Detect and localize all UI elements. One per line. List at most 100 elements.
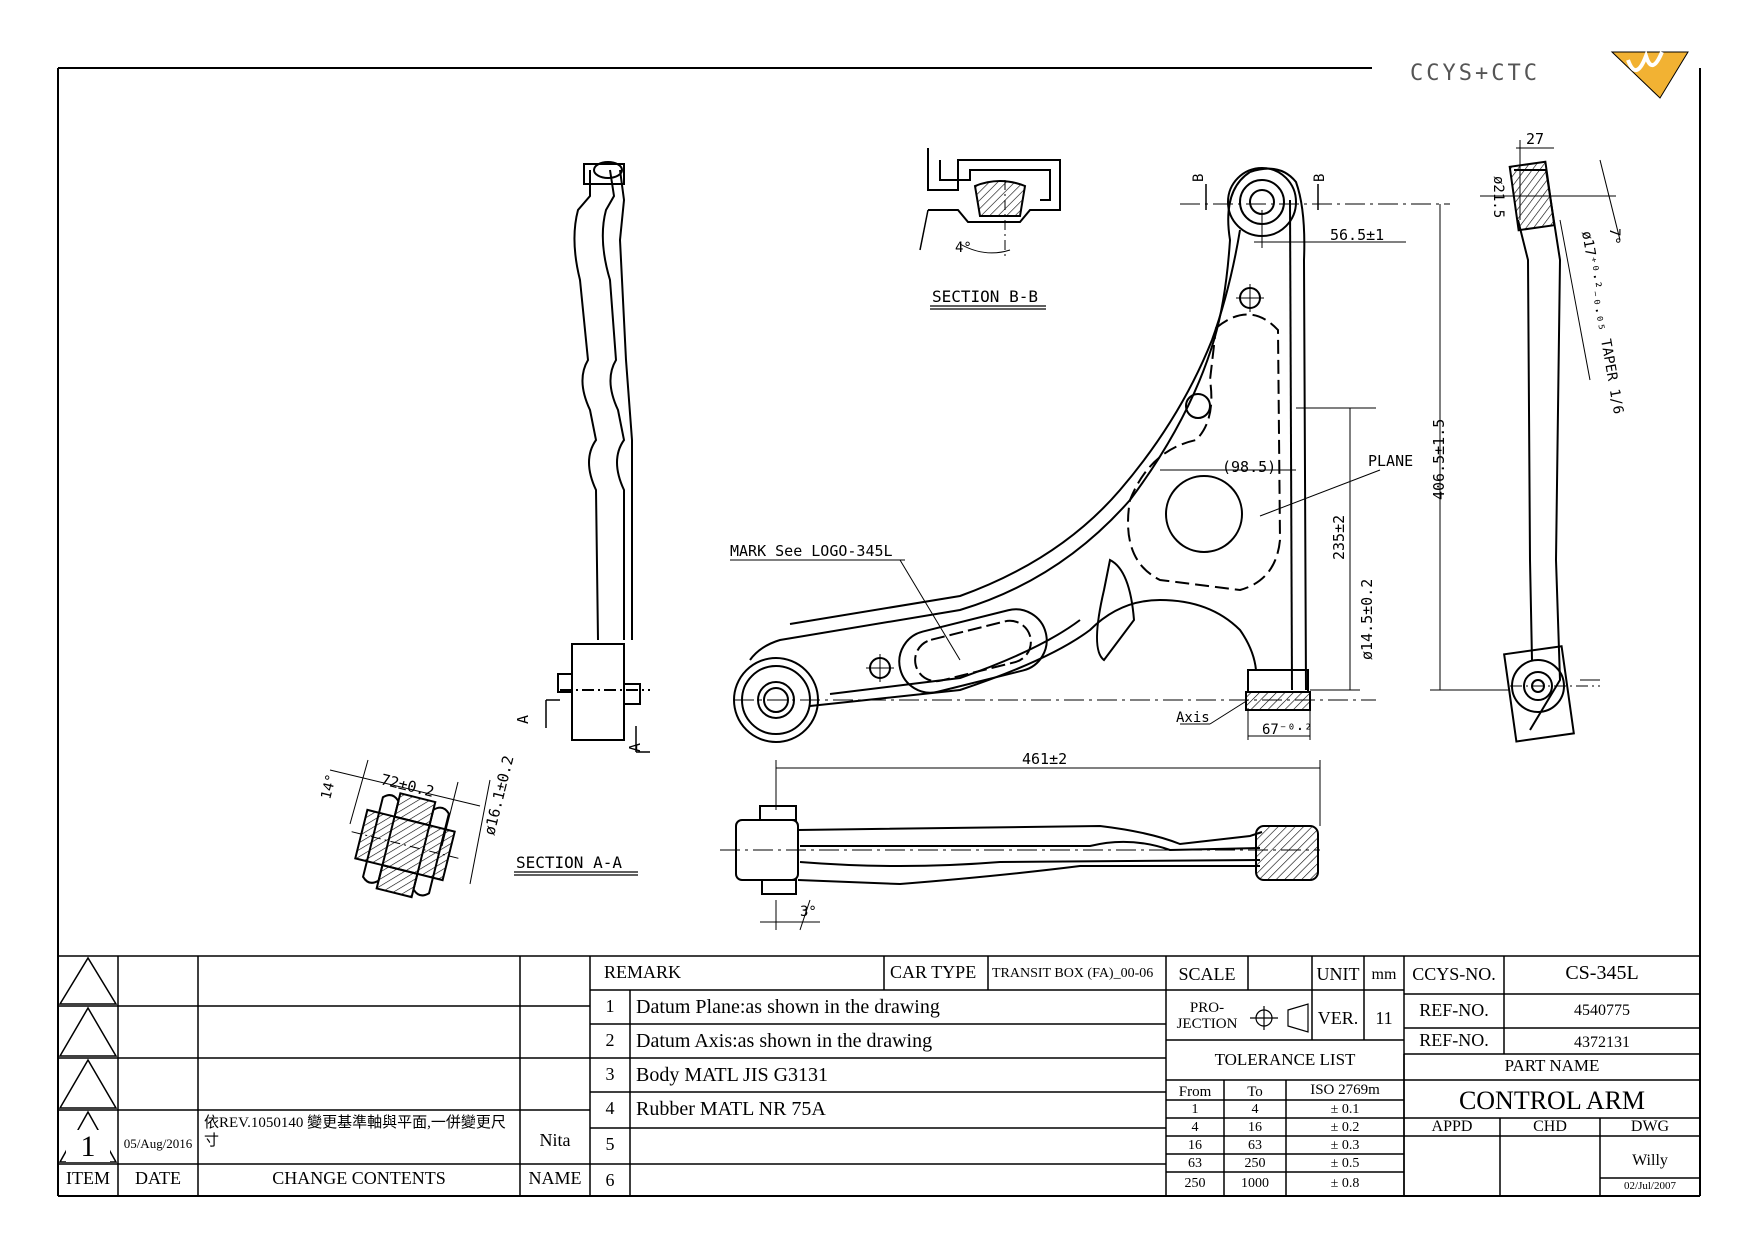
right-view-dimensions (1480, 147, 1621, 681)
dim-67: 67⁻⁰·² (1262, 722, 1313, 738)
tolerance-header-iso: ISO 2769m (1310, 1082, 1380, 1098)
tolerance-to: 1000 (1241, 1176, 1269, 1191)
logo-text: CCYS+CTC (1410, 61, 1540, 86)
section-aa-title: SECTION A-A (516, 853, 622, 872)
revision-name: Nita (539, 1130, 571, 1150)
chd-label: CHD (1533, 1118, 1567, 1135)
tolerance-value: ± 0.2 (1330, 1120, 1360, 1135)
ccys-no-value: CS-345L (1565, 962, 1639, 984)
dim-16-1: ø16.1±0.2 (480, 754, 517, 837)
remark-no: 1 (605, 996, 615, 1016)
revision-item-number: 1 (80, 1130, 96, 1163)
tolerance-to: 16 (1248, 1120, 1262, 1135)
revision-triangles (58, 956, 118, 1163)
tolerance-value: ± 0.5 (1330, 1156, 1360, 1171)
remark-text: Datum Axis:as shown in the drawing (636, 1030, 933, 1052)
angle-3deg: 3° (800, 904, 817, 920)
tolerance-from: 4 (1191, 1120, 1199, 1135)
section-bb-view (919, 148, 1061, 260)
ref-no-label-2: REF-NO. (1419, 1030, 1489, 1050)
side-view-right (1503, 140, 1600, 743)
remark-label: REMARK (604, 962, 682, 982)
tolerance-header-from: From (1178, 1084, 1212, 1100)
tolerance-header-to: To (1247, 1084, 1263, 1100)
angle-4deg: 4° (955, 240, 972, 256)
section-aa-view (329, 759, 491, 899)
tolerance-value: ± 0.1 (1330, 1102, 1360, 1117)
revision-date: 05/Aug/2016 (123, 1136, 193, 1151)
car-type-value: TRANSIT BOX (FA)_00-06 (992, 966, 1154, 981)
tolerance-to: 250 (1244, 1156, 1266, 1171)
section-mark-b (1205, 184, 1319, 210)
tolerance-from: 63 (1188, 1156, 1202, 1171)
dim-17-taper: ø17⁺⁰·²₋₀.₀₅ TAPER 1/6 (1578, 230, 1626, 415)
plane-label: PLANE (1368, 452, 1413, 470)
angle-7deg: 7° (1606, 228, 1622, 245)
angle-14deg: 14° (318, 773, 340, 801)
header-change: CHANGE CONTENTS (272, 1168, 446, 1188)
header-date: DATE (135, 1168, 181, 1188)
tolerance-from: 250 (1184, 1176, 1206, 1191)
dim-98-5: (98.5) (1222, 458, 1276, 476)
dim-406-5: 406.5±1.5 (1430, 419, 1448, 500)
dim-21-5: ø21.5 (1490, 176, 1506, 218)
tolerance-to: 63 (1248, 1138, 1262, 1153)
dim-235: 235±2 (1330, 515, 1348, 560)
tolerance-value: ± 0.8 (1330, 1176, 1360, 1191)
section-bb-title: SECTION B-B (932, 287, 1038, 306)
tolerance-from: 16 (1188, 1138, 1202, 1153)
remark-text: Datum Plane:as shown in the drawing (636, 996, 940, 1018)
company-logo: CCYS+CTC (1410, 49, 1689, 99)
appd-label: APPD (1431, 1118, 1473, 1135)
remark-text: Body MATL JIS G3131 (636, 1064, 829, 1086)
front-view-dimensions (760, 760, 1321, 923)
dim-27: 27 (1526, 130, 1544, 148)
front-view-bottom (720, 805, 1320, 931)
ver-value: 11 (1375, 1008, 1393, 1028)
section-marker-a-top: A (514, 715, 532, 724)
section-mark-a-left (545, 699, 650, 753)
remark-no: 2 (605, 1030, 615, 1050)
remark-no: 4 (605, 1098, 615, 1118)
tolerance-from: 1 (1191, 1102, 1199, 1117)
header-name: NAME (528, 1168, 582, 1188)
ver-label: VER. (1317, 1008, 1359, 1028)
tolerance-value: ± 0.3 (1330, 1138, 1360, 1153)
scale-label: SCALE (1178, 964, 1236, 984)
remark-no: 3 (605, 1064, 615, 1084)
axis-label: Axis (1176, 710, 1210, 726)
title-block-lines (58, 955, 1700, 1196)
mark-logo-label: MARK See LOGO-345L (730, 542, 893, 560)
unit-value: mm (1371, 966, 1397, 983)
part-name-value: CONTROL ARM (1458, 1086, 1646, 1115)
unit-label: UNIT (1316, 964, 1360, 984)
side-view-left (557, 161, 650, 741)
section-marker-b-left: B (1191, 174, 1207, 182)
dim-56-5: 56.5±1 (1330, 226, 1384, 244)
dim-461: 461±2 (1022, 750, 1067, 768)
tolerance-to: 4 (1251, 1102, 1259, 1117)
remark-no: 5 (605, 1134, 615, 1154)
remark-text: Rubber MATL NR 75A (636, 1098, 826, 1120)
part-name-label: PART NAME (1504, 1056, 1600, 1075)
header-item: ITEM (66, 1168, 110, 1188)
dwg-date: 02/Jul/2007 (1624, 1180, 1676, 1192)
remark-no: 6 (605, 1170, 615, 1190)
section-marker-a-bottom: A (626, 743, 644, 752)
main-view-dimensions (730, 204, 1510, 740)
dwg-by: Willy (1632, 1152, 1668, 1169)
dim-14-5: ø14.5±0.2 (1358, 579, 1376, 660)
projection-label: PRO-JECTION (1176, 1000, 1238, 1032)
sheet-border (57, 67, 1701, 1197)
tolerance-title: TOLERANCE LIST (1214, 1050, 1356, 1069)
section-marker-b-right: B (1312, 174, 1328, 182)
ref-no-value-1: 4540775 (1574, 1002, 1630, 1019)
car-type-label: CAR TYPE (890, 962, 977, 982)
revision-change: 依REV.1050140 變更基準軸與平面,一併變更尺寸 (204, 1115, 506, 1149)
control-arm-top-view (733, 167, 1450, 743)
ref-no-value-2: 4372131 (1574, 1034, 1630, 1051)
dwg-label: DWG (1630, 1118, 1670, 1135)
ref-no-label-1: REF-NO. (1419, 1000, 1489, 1020)
projection-symbol-icon (1250, 1003, 1309, 1033)
